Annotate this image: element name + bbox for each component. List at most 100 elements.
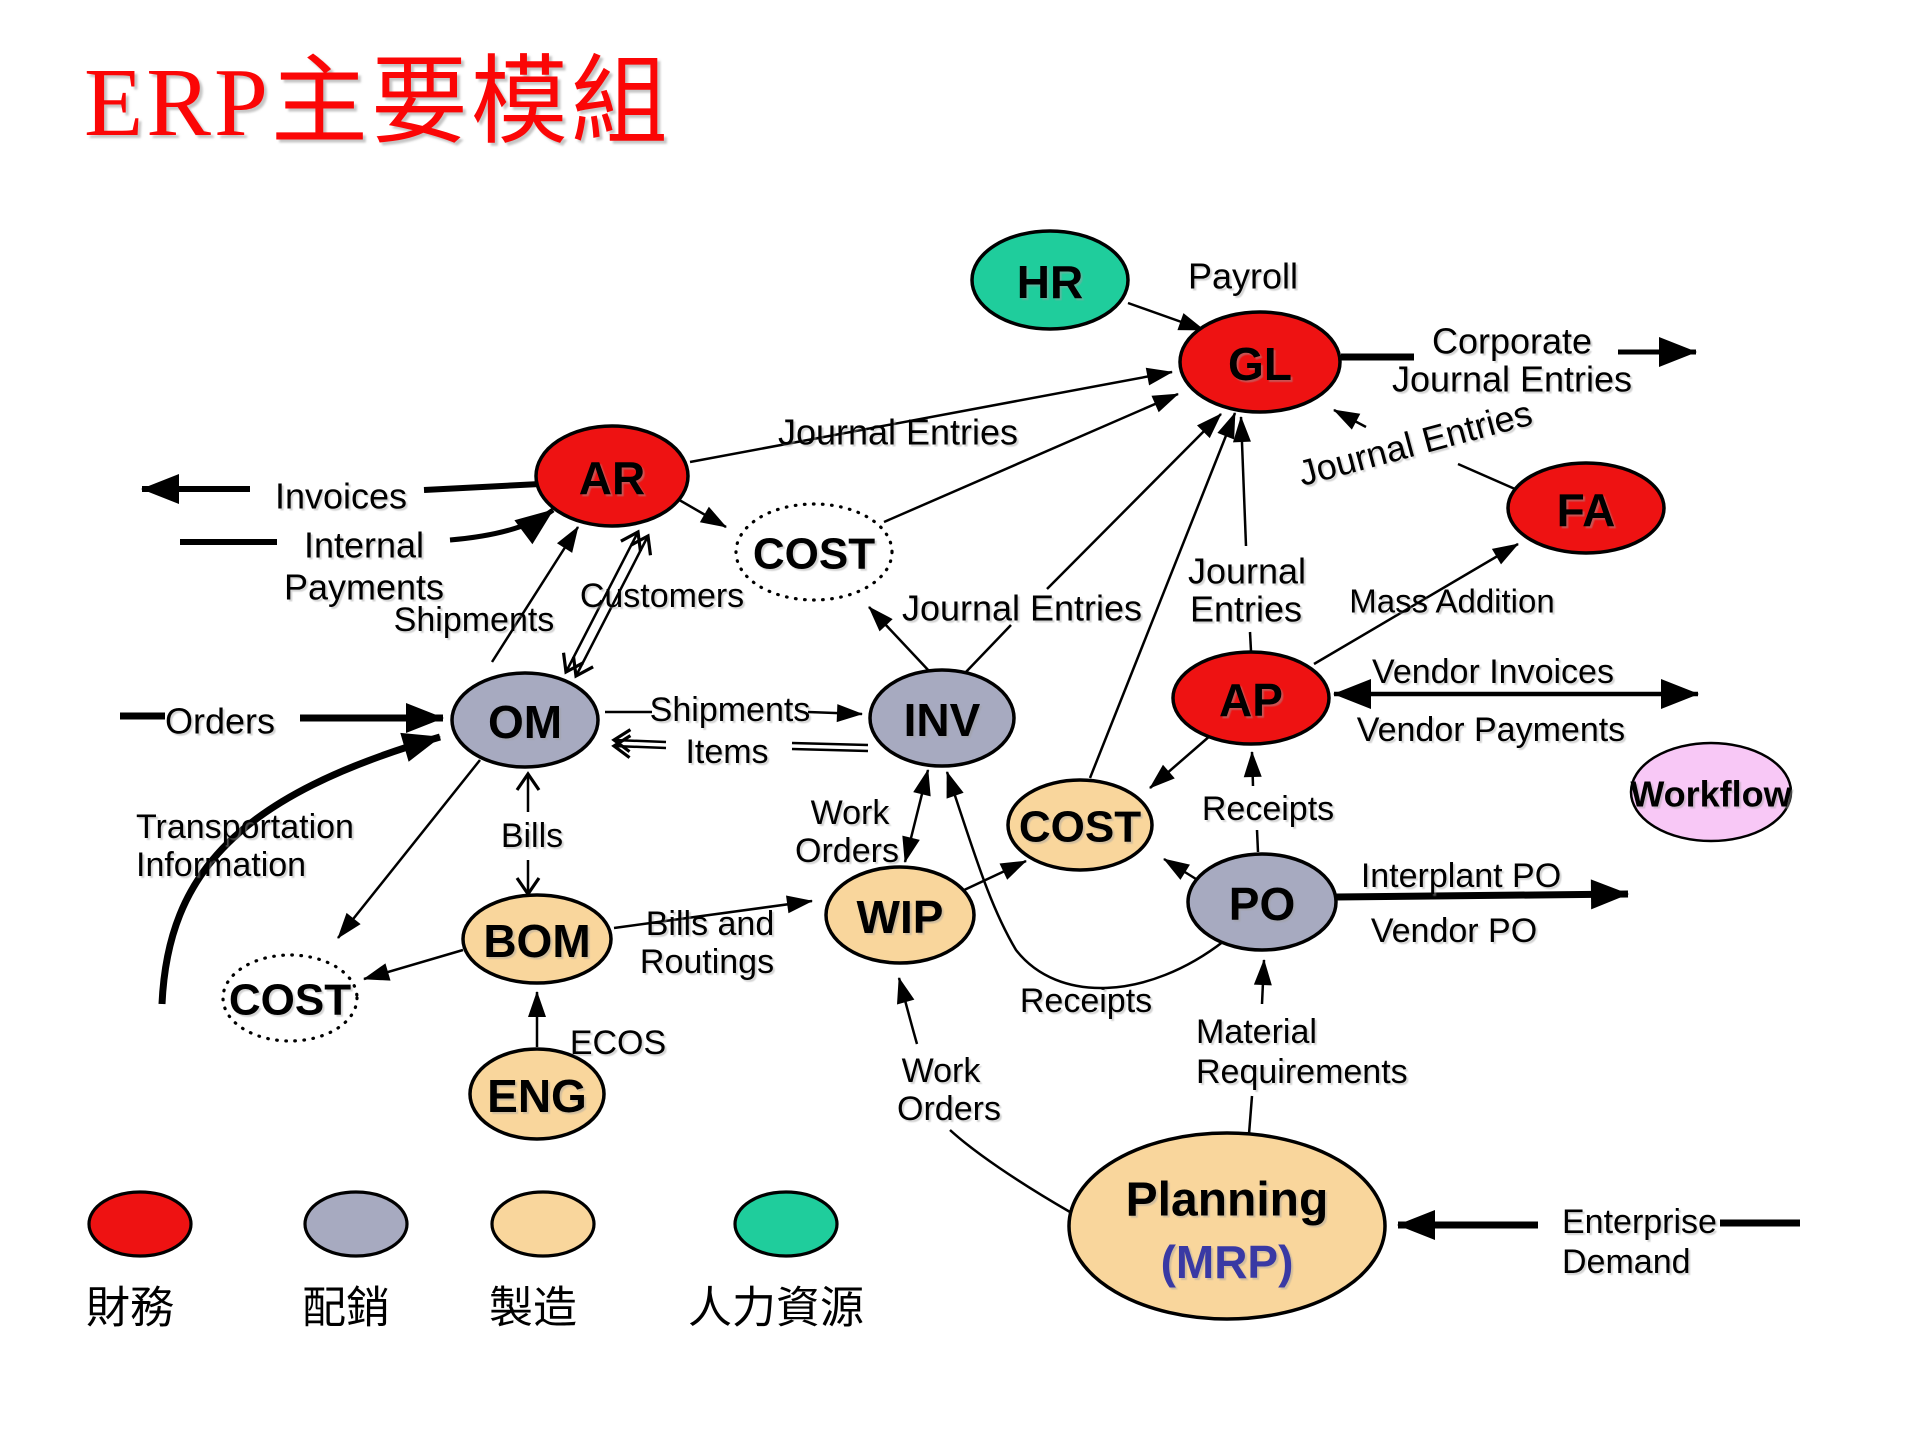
- edge-inv-wip-workorders: [902, 769, 931, 863]
- edge-po-to-ap-2: [1243, 751, 1262, 787]
- edge-label-1: Corporate: [1432, 321, 1592, 362]
- node-inv: INV: [868, 668, 1016, 768]
- edge-planning-to-wip-1: [949, 1129, 1071, 1214]
- edge-label-12: Internal: [304, 525, 424, 566]
- node-cost-om-label: COST: [229, 976, 351, 1025]
- edge-costar-to-gl: [883, 392, 1179, 524]
- node-gl: GL: [1178, 310, 1342, 414]
- node-fa-ellipse: [1506, 461, 1666, 555]
- edge-label-13: Payments: [284, 567, 444, 608]
- legend-layer: 財務配銷製造人力資源: [86, 1190, 864, 1333]
- edge-label-29: Vendor PO: [1371, 912, 1537, 950]
- node-ap-ellipse: [1171, 650, 1331, 746]
- node-po-ellipse: [1186, 852, 1338, 952]
- legend-swatch-distribution: [303, 1190, 409, 1258]
- node-om-label: OM: [488, 696, 562, 748]
- edge-label-18: Items: [685, 733, 768, 771]
- node-workflow-ellipse: [1629, 741, 1793, 843]
- node-bom-ellipse: [461, 893, 613, 985]
- edge-om-inv-shipments-arrow: [807, 704, 863, 723]
- edge-label-20: Orders: [795, 832, 899, 870]
- node-cost-mfg: COST: [1006, 778, 1154, 872]
- node-inv-ellipse: [868, 668, 1016, 768]
- node-hr-label: HR: [1017, 256, 1083, 308]
- node-cost-om: COST: [221, 953, 359, 1043]
- edge-bom-to-costom: [363, 948, 464, 981]
- edge-label-4: Journal Entries: [902, 588, 1142, 629]
- node-po-label: PO: [1229, 878, 1295, 930]
- legend-label-manufacturing: 製造: [489, 1284, 577, 1333]
- edge-label-27: Receipts: [1202, 790, 1334, 828]
- edge-inv-to-gl-1: [964, 624, 1012, 674]
- node-po: PO: [1186, 852, 1338, 952]
- node-cost-ar-label: COST: [753, 530, 875, 579]
- edge-transportation-curve: [158, 732, 441, 1005]
- node-cost-ar: COST: [734, 502, 894, 602]
- edge-inv-to-costar: [868, 606, 931, 673]
- node-ar-label: AR: [579, 452, 645, 504]
- node-fa-label: FA: [1557, 484, 1616, 536]
- legend-swatch-finance: [87, 1190, 193, 1258]
- node-wip-label: WIP: [857, 891, 944, 943]
- edge-wip-to-costmfg: [961, 859, 1027, 893]
- legend-label-distribution: 配銷: [302, 1284, 390, 1333]
- node-bom-label: BOM: [483, 915, 590, 967]
- node-gl-label: GL: [1228, 338, 1292, 390]
- edge-costmfg-to-gl: [1088, 412, 1237, 779]
- edge-label-24: Bills and: [646, 905, 775, 943]
- node-workflow: Workflow: [1629, 741, 1793, 843]
- node-wip-ellipse: [824, 865, 976, 965]
- edge-inv-om-items-2b: [611, 734, 667, 759]
- page-title: ERP主要模組: [84, 49, 671, 156]
- edge-label-8: Mass Addition: [1349, 583, 1554, 620]
- node-cost-om-ellipse: [221, 953, 359, 1043]
- legend-swatch-human-resources: [733, 1190, 839, 1258]
- node-hr-ellipse: [970, 229, 1130, 331]
- node-workflow-label: Workflow: [1630, 774, 1792, 815]
- edge-internal-payments-curve: [449, 507, 555, 545]
- edge-planning-to-po-1: [1253, 959, 1272, 1005]
- edge-label-10: Vendor Payments: [1357, 711, 1625, 749]
- node-ap: AP: [1171, 650, 1331, 746]
- edge-om-to-ar-shipments: [490, 526, 580, 663]
- edge-label-17: Shipments: [650, 691, 811, 729]
- node-om: OM: [450, 671, 600, 769]
- node-inv-label: INV: [904, 694, 981, 746]
- edge-label-28: Interplant PO: [1361, 857, 1561, 895]
- edge-planning-to-po-2: [1247, 1095, 1254, 1135]
- node-eng-ellipse: [468, 1047, 606, 1141]
- edge-label-34: Orders: [897, 1090, 1001, 1128]
- node-planning-sublabel: (MRP): [1161, 1236, 1294, 1288]
- edge-inv-om-items-2a: [611, 728, 667, 753]
- legend-item-human-resources: 人力資源: [688, 1190, 864, 1333]
- edge-po-to-ap-1: [1255, 829, 1260, 853]
- node-fa: FA: [1506, 461, 1666, 555]
- edge-ar-to-gl: [689, 367, 1173, 464]
- edge-label-15: Customers: [580, 577, 744, 615]
- edge-ap-to-costmfg: [1149, 734, 1212, 789]
- edge-inv-om-items-1b: [791, 747, 869, 753]
- edges-layer: [120, 301, 1800, 1240]
- edge-planning-to-wip-2: [897, 977, 919, 1045]
- edge-ap-to-gl-1: [1248, 631, 1253, 652]
- edge-label-5: Journal: [1188, 551, 1306, 592]
- edge-label-32: Requirements: [1196, 1053, 1408, 1091]
- edge-label-25: Routings: [640, 943, 774, 981]
- edge-fa-to-gl-1: [1457, 462, 1516, 491]
- node-wip: WIP: [824, 865, 976, 965]
- edge-label-22: Information: [136, 846, 306, 884]
- node-planning-ellipse: [1067, 1131, 1387, 1321]
- edge-label-16: Orders: [165, 701, 275, 742]
- edge-interplant-po-arrow: [1335, 879, 1629, 910]
- edge-label-9: Vendor Invoices: [1372, 653, 1614, 691]
- legend-item-manufacturing: 製造: [489, 1190, 596, 1333]
- edge-label-26: ECOS: [570, 1024, 666, 1062]
- node-ar-ellipse: [534, 424, 690, 528]
- edge-inv-to-gl-2: [1046, 413, 1222, 590]
- edge-om-to-costom: [337, 759, 481, 939]
- edge-invoices-stub: [423, 481, 541, 493]
- edge-inv-om-items-1a: [791, 741, 869, 747]
